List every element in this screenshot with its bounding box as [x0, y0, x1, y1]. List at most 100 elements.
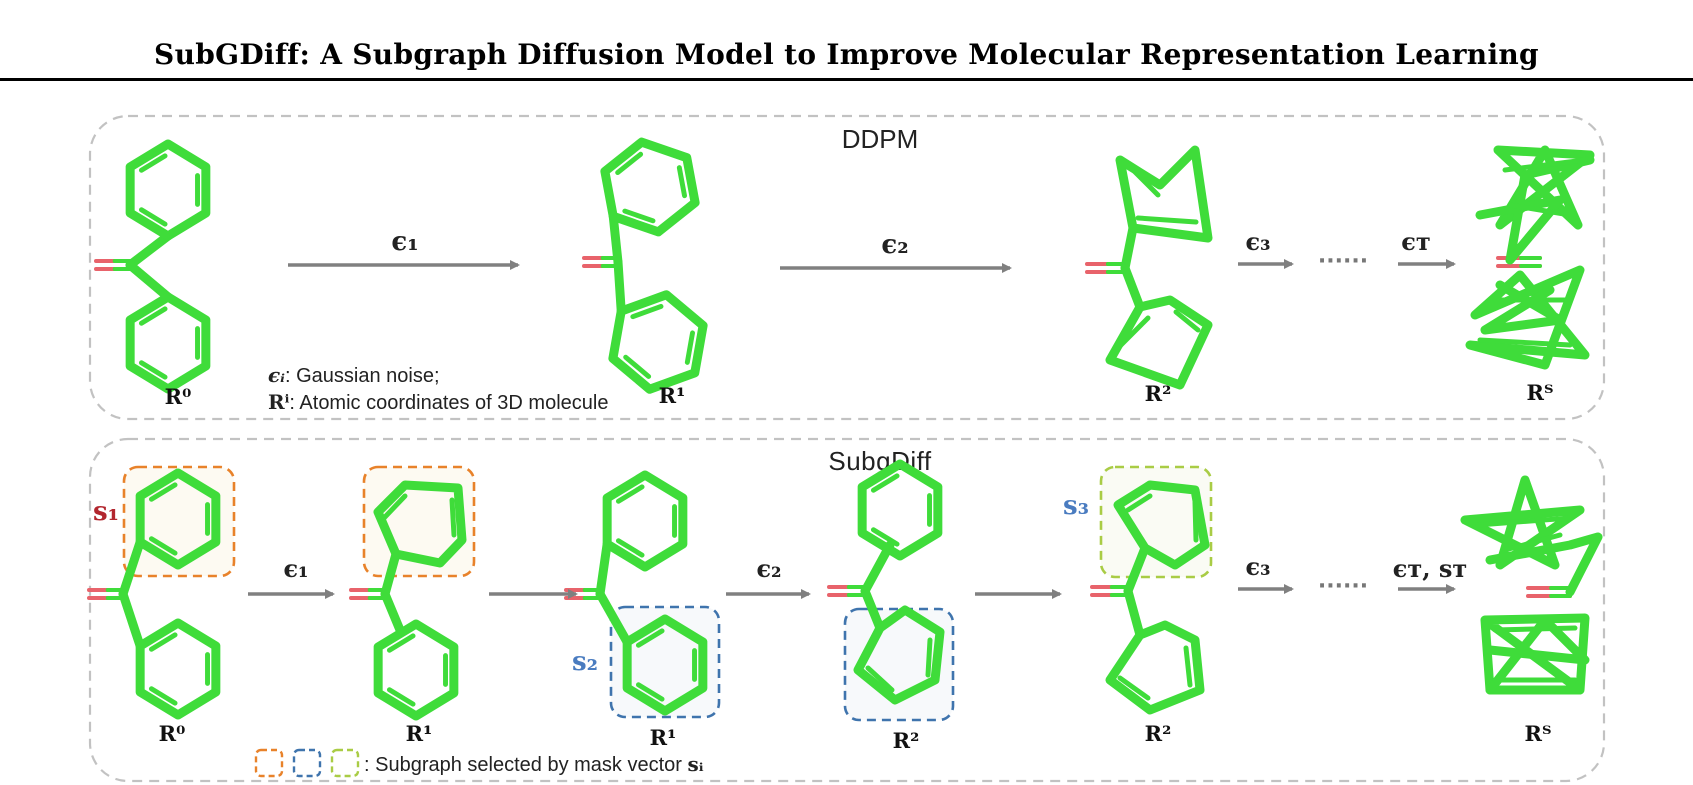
ddpm-legend-r-text: : Atomic coordinates of 3D molecule — [289, 392, 608, 414]
connector-bond — [860, 540, 895, 596]
ddpm-state-label-1: R¹ — [659, 383, 686, 408]
connector-bond — [380, 549, 401, 599]
ring-double-bond — [1477, 337, 1573, 348]
ddpm-title: DDPM — [842, 124, 919, 154]
ring-double-bond — [622, 208, 656, 224]
ddpm-legend-r-symbol: Rⁱ — [268, 390, 290, 414]
connector-bond — [118, 537, 145, 599]
ring-double-bond — [148, 536, 178, 556]
ring-bond — [853, 605, 945, 705]
ring-bond — [1485, 615, 1590, 695]
connector-bond — [125, 260, 173, 302]
molecule — [827, 459, 945, 705]
subgdiff-legend-symbol: sᵢ — [688, 752, 704, 776]
ring-double-bond — [1135, 215, 1199, 225]
ring-bond — [608, 290, 708, 394]
ring-double-bond — [148, 482, 178, 502]
ring-double-bond — [386, 633, 416, 653]
ring-double-bond — [925, 637, 933, 678]
ring-bond — [125, 139, 211, 241]
ring-bond — [1115, 145, 1213, 243]
ring-double-bond — [381, 493, 408, 521]
subgdiff-state-label-0: R⁰ — [159, 721, 186, 746]
connector-bond — [380, 589, 405, 635]
connector-bond — [613, 257, 626, 316]
ring-bond — [600, 137, 700, 237]
subgdiff-state-label-1: R¹ — [406, 721, 433, 746]
subgdiff-noise-label-1: ϵ₁ — [283, 554, 308, 583]
connector-bond — [118, 589, 145, 651]
molecule — [1460, 475, 1603, 695]
legend-swatch-blue — [292, 748, 322, 778]
subgdiff-noise-label-3: ϵ₃ — [1245, 552, 1270, 581]
ring-double-bond — [1183, 645, 1193, 688]
ring-bond — [1105, 620, 1205, 715]
ddpm-noise-label-2: ϵ₂ — [881, 230, 908, 260]
ring-bond — [602, 470, 688, 572]
subgdiff-state-label-2: R¹ — [650, 725, 677, 750]
subgdiff-ellipsis: ······ — [1318, 574, 1368, 599]
mask-label-s2: s₂ — [572, 647, 598, 677]
connector-bond — [1123, 543, 1150, 596]
molecule — [349, 480, 467, 721]
subgdiff-legend: : Subgraph selected by mask vector sᵢ — [364, 752, 704, 776]
subgdiff-noise-label-4: ϵᴛ, sᴛ — [1393, 554, 1468, 583]
ring-double-bond — [615, 151, 644, 176]
ring-double-bond — [148, 686, 178, 706]
ring-double-bond — [615, 538, 645, 558]
ring-double-bond — [1125, 493, 1153, 513]
mask-label-s3: s₃ — [1063, 491, 1089, 521]
molecule — [582, 137, 708, 394]
ring-bond — [373, 619, 459, 721]
ring-bond — [1475, 155, 1595, 265]
subgdiff-state-label-4: R² — [1145, 721, 1172, 746]
ring-double-bond — [1492, 625, 1578, 633]
connector-bond — [125, 231, 173, 270]
molecule — [94, 139, 211, 394]
ring-double-bond — [1475, 515, 1573, 528]
molecules — [87, 137, 1603, 721]
connector-bond — [860, 586, 885, 633]
legend-swatch-green — [330, 748, 360, 778]
ring-double-bond — [449, 497, 457, 538]
ring-double-bond — [635, 628, 665, 648]
ring-double-bond — [630, 303, 664, 320]
ring-double-bond — [1132, 169, 1161, 198]
ddpm-legend-eps-text: : Gaussian noise; — [285, 365, 440, 387]
ring-bond — [135, 468, 221, 570]
page-title: SubGDiff: A Subgraph Diffusion Model to … — [154, 38, 1539, 71]
ring-double-bond — [1173, 309, 1201, 333]
ddpm-legend-eps-symbol: ϵᵢ — [268, 363, 285, 387]
ring-bond — [857, 459, 943, 561]
ring-bond — [1465, 265, 1590, 370]
ring-double-bond — [138, 153, 168, 173]
ring-double-bond — [1113, 315, 1151, 353]
molecule — [87, 468, 221, 720]
ddpm-noise-label-1: ϵ₁ — [391, 227, 418, 257]
ring-bond — [373, 480, 467, 568]
connector-bond — [1120, 263, 1145, 312]
ring-double-bond — [615, 484, 645, 504]
ring-double-bond — [138, 360, 168, 380]
subgdiff-state-label-3: R² — [893, 728, 920, 753]
ring-bond — [135, 618, 221, 720]
ring-bond — [125, 292, 211, 394]
subgdiff-legend-text: : Subgraph selected by mask vector — [364, 754, 688, 776]
connector-bond — [1120, 223, 1138, 273]
ring-double-bond — [1502, 157, 1588, 173]
ddpm-state-label-2: R² — [1145, 381, 1172, 406]
ring-double-bond — [635, 682, 665, 702]
connector-bond — [595, 539, 612, 599]
molecule — [1465, 145, 1595, 370]
legend-swatch-orange — [254, 748, 284, 778]
ddpm-legend-line1: ϵᵢ: Gaussian noise; — [268, 363, 440, 387]
ring-double-bond — [676, 165, 688, 199]
ring-double-bond — [623, 354, 652, 379]
molecule — [1090, 480, 1210, 715]
subgdiff-panel — [88, 437, 1606, 783]
molecule — [1085, 145, 1213, 390]
ddpm-panel — [88, 114, 1606, 421]
connector-bond — [608, 211, 623, 267]
ring-bond — [1113, 480, 1210, 570]
